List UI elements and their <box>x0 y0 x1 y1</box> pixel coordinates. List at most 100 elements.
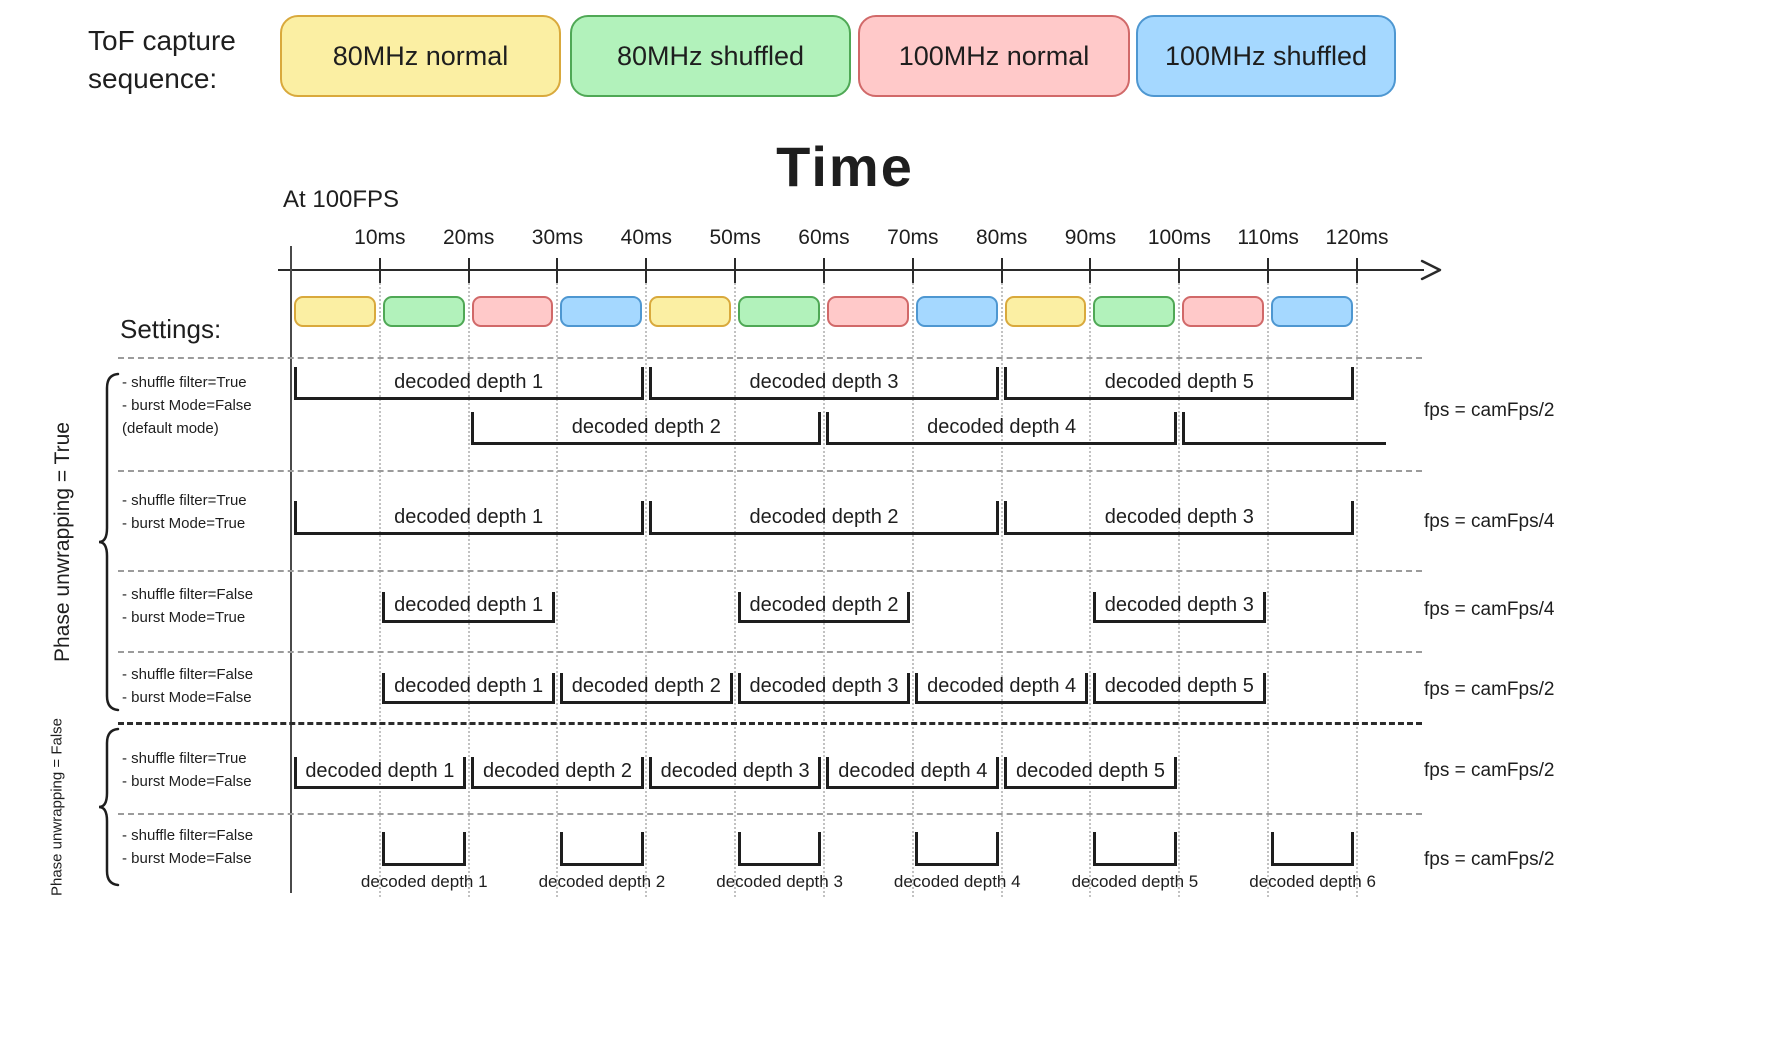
row-2-fps-label: fps = camFps/4 <box>1424 511 1555 532</box>
decode-span-bracket: decoded depth 3 <box>1004 501 1355 535</box>
decode-span-label: decoded depth 5 <box>1104 675 1254 697</box>
decode-span-label: decoded depth 3 <box>1104 594 1254 616</box>
decode-span-bracket <box>915 832 1000 866</box>
decode-span-label: decoded depth 4 <box>838 760 988 782</box>
axis-origin-line <box>290 246 292 893</box>
gridline-30ms <box>556 283 559 897</box>
phase-group-brace-2 <box>98 727 120 887</box>
decode-span-label: decoded depth 1 <box>394 675 544 697</box>
decode-span-bracket <box>737 832 822 866</box>
separator-1 <box>118 357 1422 359</box>
tick-mark-50ms <box>734 258 737 283</box>
group-label-phase-unwrapping-false: Phase unwrapping = False <box>48 717 66 897</box>
decode-span-bracket <box>382 832 467 866</box>
legend-title: ToF capture sequence: <box>88 22 236 98</box>
tick-label-50ms: 50ms <box>709 226 761 249</box>
decode-span-label: decoded depth 2 <box>571 416 721 438</box>
capture-block-6 <box>738 296 820 327</box>
decode-span-bracket: decoded depth 1 <box>382 592 555 623</box>
decode-span-label: decoded depth 1 <box>305 760 455 782</box>
tick-label-70ms: 70ms <box>887 226 939 249</box>
separator-6 <box>118 813 1422 815</box>
row-2-setting-1: - shuffle filter=True <box>122 492 247 509</box>
decode-span-label: decoded depth 2 <box>749 594 899 616</box>
capture-block-5 <box>649 296 732 327</box>
decode-span-label: decoded depth 2 <box>749 506 899 528</box>
decode-span-label: decoded depth 1 <box>394 371 544 393</box>
decode-span-label: decoded depth 5 <box>1071 872 1199 891</box>
separator-2 <box>118 470 1422 472</box>
legend-item-label: 80MHz normal <box>332 40 509 71</box>
row-5-setting-1: - shuffle filter=True <box>122 750 247 767</box>
gridline-50ms <box>734 283 737 897</box>
tick-label-100ms: 100ms <box>1147 226 1211 249</box>
tick-mark-80ms <box>1000 258 1003 283</box>
legend-item-1: 80MHz normal <box>280 15 561 97</box>
decode-span-label: decoded depth 3 <box>660 760 810 782</box>
row-2-setting-2: - burst Mode=True <box>122 515 246 532</box>
decode-span-bracket: decoded depth 1 <box>382 673 555 704</box>
tick-mark-60ms <box>822 258 825 283</box>
row-3-setting-1: - shuffle filter=False <box>122 586 254 603</box>
tick-label-80ms: 80ms <box>975 226 1028 249</box>
tick-label-120ms: 120ms <box>1325 226 1389 249</box>
decode-span-label: decoded depth 5 <box>1015 760 1165 782</box>
row-5-fps-label: fps = camFps/2 <box>1424 760 1555 781</box>
legend-item-4: 100MHz shuffled <box>1136 15 1396 97</box>
decode-span-bracket: decoded depth 1 <box>293 501 644 535</box>
tick-mark-70ms <box>911 258 914 283</box>
legend-item-label: 100MHz shuffled <box>1164 40 1368 71</box>
decode-span-label: decoded depth 4 <box>927 675 1077 697</box>
decode-span-bracket: decoded depth 4 <box>915 673 1088 704</box>
decode-span-bracket <box>1092 832 1177 866</box>
decode-span-bracket: decoded depth 3 <box>648 757 822 789</box>
decode-span-label: decoded depth 1 <box>394 506 544 528</box>
time-title: Time <box>776 135 914 198</box>
separator-5 <box>118 722 1422 725</box>
decode-span-bracket: decoded depth 5 <box>1004 367 1355 400</box>
legend-item-2: 80MHz shuffled <box>570 15 851 97</box>
decode-span-bracket: decoded depth 1 <box>293 757 467 789</box>
gridline-20ms <box>467 283 470 897</box>
legend-item-3: 100MHz normal <box>858 15 1130 97</box>
capture-block-11 <box>1182 296 1265 327</box>
decode-span-bracket <box>1181 412 1386 445</box>
tick-mark-30ms <box>556 258 559 283</box>
row-1-fps-label: fps = camFps/2 <box>1424 400 1555 421</box>
decode-span-label: decoded depth 4 <box>927 416 1077 438</box>
row-5-setting-2: - burst Mode=False <box>122 773 252 790</box>
row-6-setting-1: - shuffle filter=False <box>122 827 254 844</box>
separator-4 <box>118 651 1422 653</box>
gridline-120ms <box>1355 283 1358 897</box>
capture-block-2 <box>382 296 465 327</box>
tick-label-20ms: 20ms <box>442 226 495 249</box>
row-1-setting-1: - shuffle filter=True <box>122 374 247 391</box>
decode-span-label: decoded depth 4 <box>893 872 1021 891</box>
decode-span-label: decoded depth 1 <box>360 872 488 891</box>
gridline-60ms <box>822 283 825 897</box>
gridline-70ms <box>911 283 914 897</box>
tick-mark-10ms <box>378 258 381 283</box>
row-6-fps-label: fps = camFps/2 <box>1424 849 1555 870</box>
gridline-90ms <box>1089 283 1092 897</box>
decode-span-bracket: decoded depth 2 <box>471 412 822 445</box>
tick-label-90ms: 90ms <box>1064 226 1117 249</box>
decode-span-label: decoded depth 6 <box>1249 872 1376 891</box>
decode-span-bracket: decoded depth 3 <box>737 673 911 704</box>
tick-mark-120ms <box>1355 258 1358 283</box>
gridline-80ms <box>1000 283 1003 897</box>
settings-label: Settings: <box>120 314 222 344</box>
tick-label-40ms: 40ms <box>620 226 673 249</box>
capture-block-4 <box>560 296 643 327</box>
row-3-fps-label: fps = camFps/4 <box>1424 599 1555 620</box>
tick-label-60ms: 60ms <box>798 226 850 249</box>
decode-span-label: decoded depth 3 <box>1104 506 1254 528</box>
decode-span-bracket: decoded depth 2 <box>471 757 644 789</box>
decode-span-label: decoded depth 2 <box>482 760 632 782</box>
tick-mark-100ms <box>1178 258 1181 283</box>
legend-item-label: 80MHz shuffled <box>616 40 805 71</box>
decode-span-bracket: decoded depth 2 <box>648 501 1000 535</box>
legend-title-line2: sequence: <box>88 63 218 94</box>
decode-span-bracket <box>1270 832 1355 866</box>
